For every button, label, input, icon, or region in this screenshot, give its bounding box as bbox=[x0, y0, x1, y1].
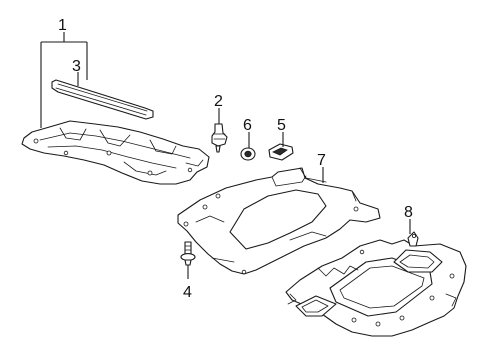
callout-labels: 1 2 3 4 5 6 7 8 bbox=[58, 17, 413, 301]
leader-lines bbox=[40, 32, 411, 279]
part-1-left-shield bbox=[21, 120, 210, 185]
callout-4: 4 bbox=[183, 284, 192, 301]
callout-1: 1 bbox=[58, 17, 67, 34]
part-2-push-clip bbox=[211, 123, 228, 153]
part-3-trim-strip bbox=[51, 79, 154, 120]
callout-6: 6 bbox=[243, 117, 252, 134]
leader-1 bbox=[40, 32, 88, 128]
callout-2: 2 bbox=[214, 93, 223, 110]
part-7-center-shield bbox=[177, 167, 381, 275]
part-4-bolt bbox=[180, 241, 196, 266]
part-5-clip-nut bbox=[268, 143, 294, 161]
callout-3: 3 bbox=[72, 58, 81, 75]
callout-8: 8 bbox=[404, 204, 413, 221]
callout-5: 5 bbox=[277, 117, 286, 134]
part-6-grommet bbox=[240, 147, 256, 161]
callout-7: 7 bbox=[317, 152, 326, 169]
part-8-right-shield bbox=[285, 231, 467, 337]
